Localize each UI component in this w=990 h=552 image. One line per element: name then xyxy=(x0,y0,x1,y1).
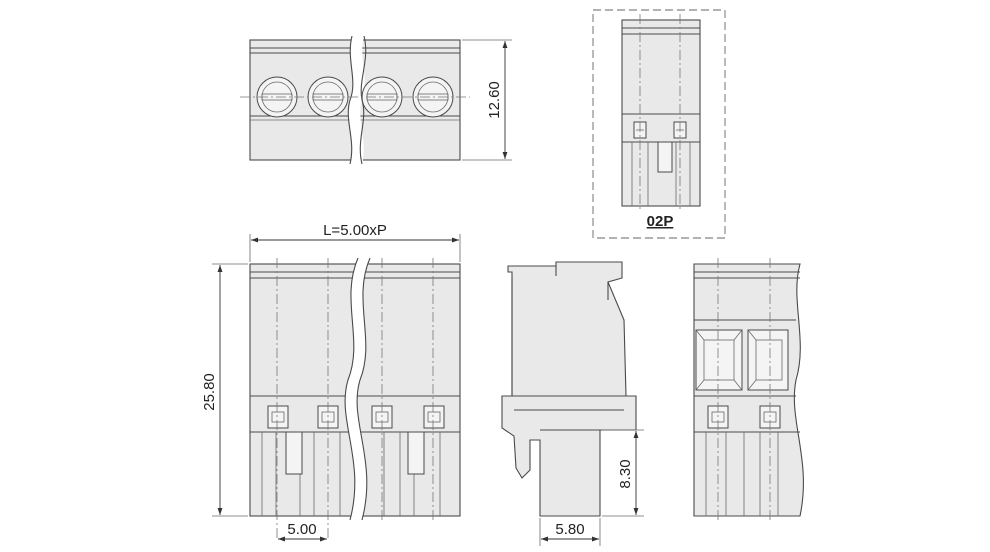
pin-box-1 xyxy=(267,405,289,429)
detail-02p-view: 02P xyxy=(592,9,726,239)
detail-label: 02P xyxy=(647,213,674,230)
pin-box-4 xyxy=(423,405,445,429)
front-view: L=5.00xP 25.80 5.00 xyxy=(201,222,461,542)
wire-entry-2 xyxy=(747,329,789,391)
dim-total-height: 25.80 xyxy=(201,373,218,411)
wire-entry-1 xyxy=(695,329,743,391)
top-view: 12.60 xyxy=(240,35,512,165)
dim-pin-height: 8.30 xyxy=(617,459,634,488)
dim-pitch: 5.00 xyxy=(287,521,316,538)
side-view: 8.30 5.80 xyxy=(501,261,644,546)
dim-top-height: 12.60 xyxy=(486,81,503,119)
dim-side-width: 5.80 xyxy=(555,521,584,538)
dim-total-length: L=5.00xP xyxy=(323,222,387,239)
rear-view xyxy=(693,258,804,520)
